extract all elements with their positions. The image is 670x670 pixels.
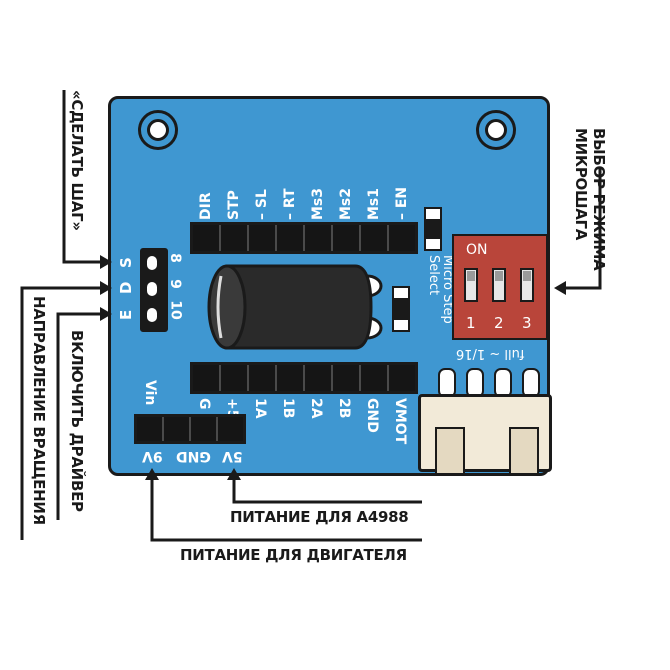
- arrow-direction-icon: [100, 281, 112, 295]
- arrow-power-motor-icon: [145, 468, 159, 480]
- dip-number-1: 1: [466, 314, 476, 332]
- smd-resistor-mid: [392, 286, 410, 332]
- dip-on-label: ON: [466, 242, 488, 258]
- bottom-pin-header: [190, 362, 418, 394]
- dip-number-3: 3: [522, 314, 532, 332]
- dip-switch[interactable]: ON 1 2 3: [452, 234, 548, 340]
- jumper-header: [140, 248, 168, 332]
- annotation-power-motor: ПИТАНИЕ ДЛЯ ДВИГАТЕЛЯ: [180, 546, 407, 564]
- mounting-hole-right: [476, 110, 516, 150]
- annotation-power-a4988: ПИТАНИЕ ДЛЯ A4988: [230, 508, 409, 526]
- arrow-microstep-icon: [554, 281, 566, 295]
- arrow-step-icon: [100, 255, 112, 269]
- arrow-enable-icon: [100, 307, 112, 321]
- mounting-hole-left: [138, 110, 178, 150]
- dip-switch-2[interactable]: [492, 268, 506, 302]
- top-pin-header: [190, 222, 418, 254]
- dip-switch-1[interactable]: [464, 268, 478, 302]
- jst-motor-connector[interactable]: [418, 394, 552, 475]
- power-pin-header: [134, 414, 246, 444]
- dip-number-2: 2: [494, 314, 504, 332]
- arrow-power-a4988-icon: [227, 468, 241, 480]
- electrolytic-capacitor: [207, 264, 383, 350]
- dip-switch-3[interactable]: [520, 268, 534, 302]
- smd-resistor-top: [424, 207, 442, 251]
